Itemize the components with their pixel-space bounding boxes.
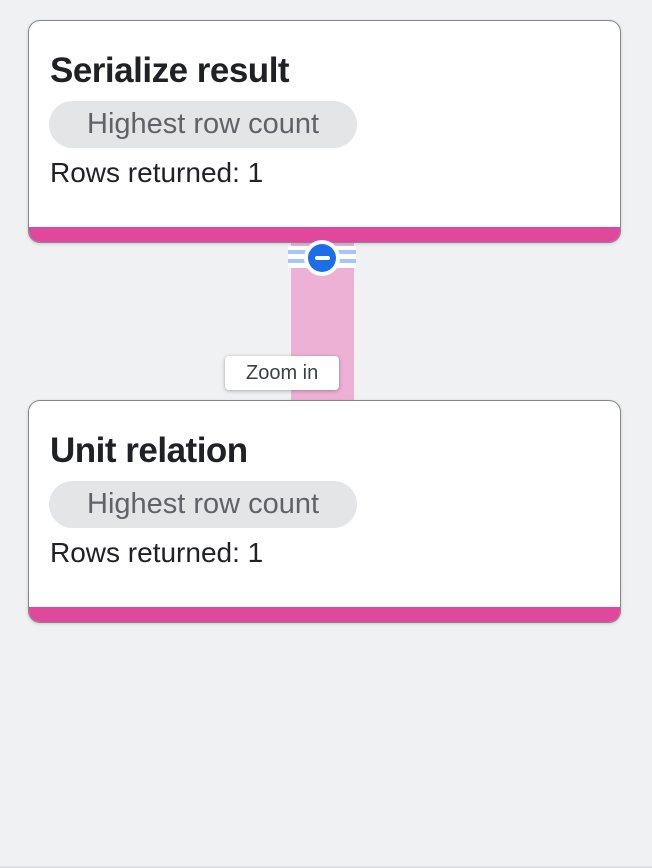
highest-row-count-badge: Highest row count [49,101,358,148]
node-title: Serialize result [50,51,290,90]
graph-node-unit-relation[interactable]: Unit relation Highest row count Rows ret… [28,400,621,623]
minus-circle-icon [308,244,336,272]
node-title: Unit relation [50,431,248,470]
node-accent-bar [29,607,620,622]
rows-returned-label: Rows returned: 1 [50,537,264,568]
minus-glyph [314,255,330,261]
tooltip-label: Zoom in [246,361,319,384]
node-accent-bar [29,227,620,242]
collapse-edge-button[interactable] [304,240,340,276]
window-bottom-edge [0,866,652,868]
zoom-in-tooltip: Zoom in [225,356,340,390]
graph-node-serialize-result[interactable]: Serialize result Highest row count Rows … [28,20,621,243]
rows-returned-label: Rows returned: 1 [50,157,264,188]
highest-row-count-badge: Highest row count [49,481,358,528]
